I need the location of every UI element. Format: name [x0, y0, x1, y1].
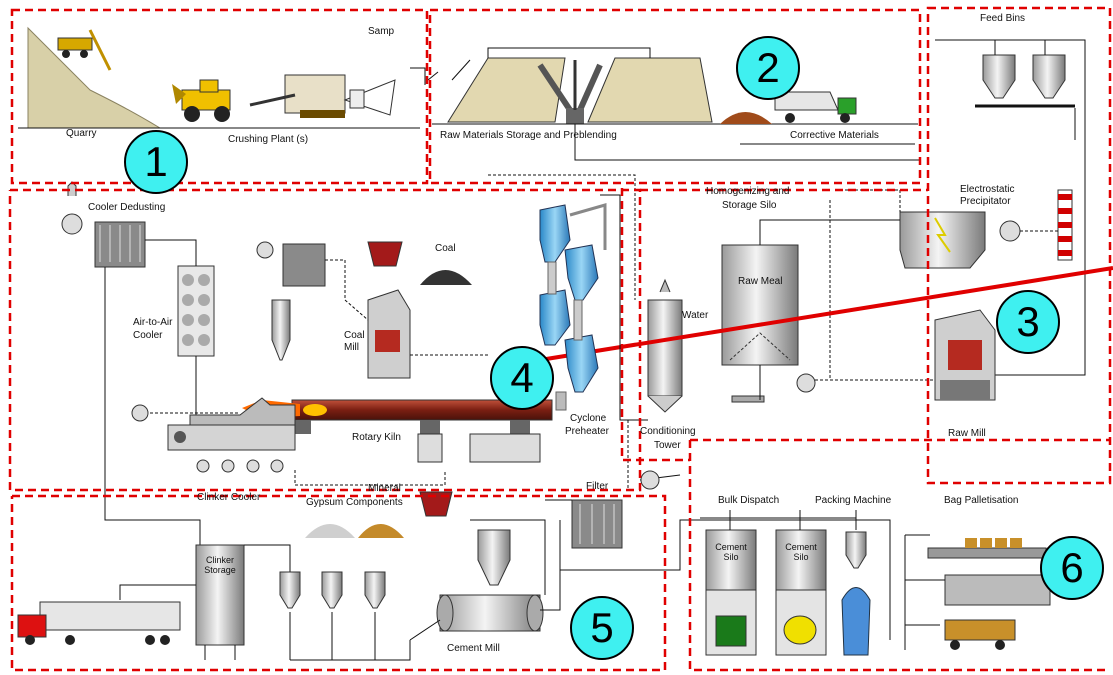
preblending-storage: [448, 48, 712, 124]
label-gypsum-components: Gypsum Components: [306, 497, 403, 508]
label-electrostatic-1: Electrostatic: [960, 184, 1014, 195]
additive-hoppers: [280, 572, 385, 608]
electrostatic-precipitator: [900, 212, 1020, 268]
feed-bins: [975, 40, 1075, 106]
label-filter: Filter: [586, 481, 608, 492]
label-cement-silo-b-line1: Cement: [776, 542, 826, 552]
conditioning-tower: [648, 280, 682, 412]
zone-badge-1: 1: [124, 130, 188, 194]
clinker-cooler: [168, 398, 295, 472]
label-rotary-kiln: Rotary Kiln: [352, 432, 401, 443]
raw-mill-fan: [797, 374, 815, 392]
label-bag-palletisation: Bag Palletisation: [944, 495, 1019, 506]
packing-machine: [842, 532, 870, 655]
zone-badge-3: 3: [996, 290, 1060, 354]
label-clinker-storage-line1: Clinker: [196, 555, 244, 565]
raw-mill: [935, 310, 995, 400]
zone-badge-2: 2: [736, 36, 800, 100]
cement-filter: [572, 500, 622, 548]
label-clinker-cooler: Clinker Cooler: [197, 492, 260, 503]
label-homogenizing-1: Homogenizing and: [706, 186, 789, 197]
label-electrostatic-2: Precipitator: [960, 196, 1011, 207]
label-cement-silo-b-line2: Silo: [776, 552, 826, 562]
zone-badge-6: 6: [1040, 536, 1104, 600]
label-coal: Coal: [435, 243, 456, 254]
label-cement-mill: Cement Mill: [447, 643, 500, 654]
label-water: Water: [682, 310, 708, 321]
truck-trailer: [18, 602, 180, 645]
dump-truck: [775, 92, 856, 123]
label-mineral: Mineral: [368, 483, 401, 494]
label-conditioning: Conditioning: [640, 426, 696, 437]
label-clinker-storage: Clinker Storage: [196, 555, 244, 575]
label-raw-meal: Raw Meal: [738, 276, 782, 287]
label-coal-mill-2: Mill: [344, 342, 359, 353]
label-crushing-plant: Crushing Plant (s): [228, 134, 308, 145]
cement-separator: [478, 530, 510, 585]
label-quarry: Quarry: [66, 128, 97, 139]
label-cooler: Cooler: [133, 330, 162, 341]
label-cement-silo-a-line2: Silo: [706, 552, 756, 562]
coal-mill-filter: [257, 242, 325, 360]
crushing-plant: [250, 75, 395, 118]
label-cyclone: Cyclone: [570, 413, 606, 424]
cooler-dedusting: [62, 182, 145, 267]
quarry-area: [28, 28, 160, 128]
zone-badge-4: 4: [490, 346, 554, 410]
label-cement-silo-b: Cement Silo: [776, 542, 826, 562]
label-corrective-materials: Corrective Materials: [790, 130, 879, 141]
label-bulk-dispatch: Bulk Dispatch: [718, 495, 779, 506]
label-raw-mill: Raw Mill: [948, 428, 986, 439]
label-cement-silo-a: Cement Silo: [706, 542, 756, 562]
label-samp: Samp: [368, 26, 394, 37]
label-cement-silo-a-line1: Cement: [706, 542, 756, 552]
label-cooler-dedusting: Cooler Dedusting: [88, 202, 165, 213]
label-packing-machine: Packing Machine: [815, 495, 891, 506]
label-homogenizing-2: Storage Silo: [722, 200, 776, 211]
cement-mill-drum: [437, 595, 543, 631]
label-tower: Tower: [654, 440, 681, 451]
pallet-conveyors: [928, 538, 1050, 650]
label-coal-mill-1: Coal: [344, 330, 365, 341]
label-air-to-air: Air-to-Air: [133, 317, 172, 328]
zone-badge-5: 5: [570, 596, 634, 660]
label-raw-materials: Raw Materials Storage and Preblending: [440, 130, 617, 141]
label-preheater: Preheater: [565, 426, 609, 437]
corrective-pile: [720, 112, 772, 124]
label-clinker-storage-line2: Storage: [196, 565, 244, 575]
loader-truck: [172, 80, 230, 122]
air-to-air-cooler: [178, 266, 214, 356]
label-feed-bins: Feed Bins: [980, 13, 1025, 24]
stack: [1058, 190, 1072, 260]
coal-hopper: [368, 242, 472, 285]
coal-mill: [368, 290, 410, 378]
